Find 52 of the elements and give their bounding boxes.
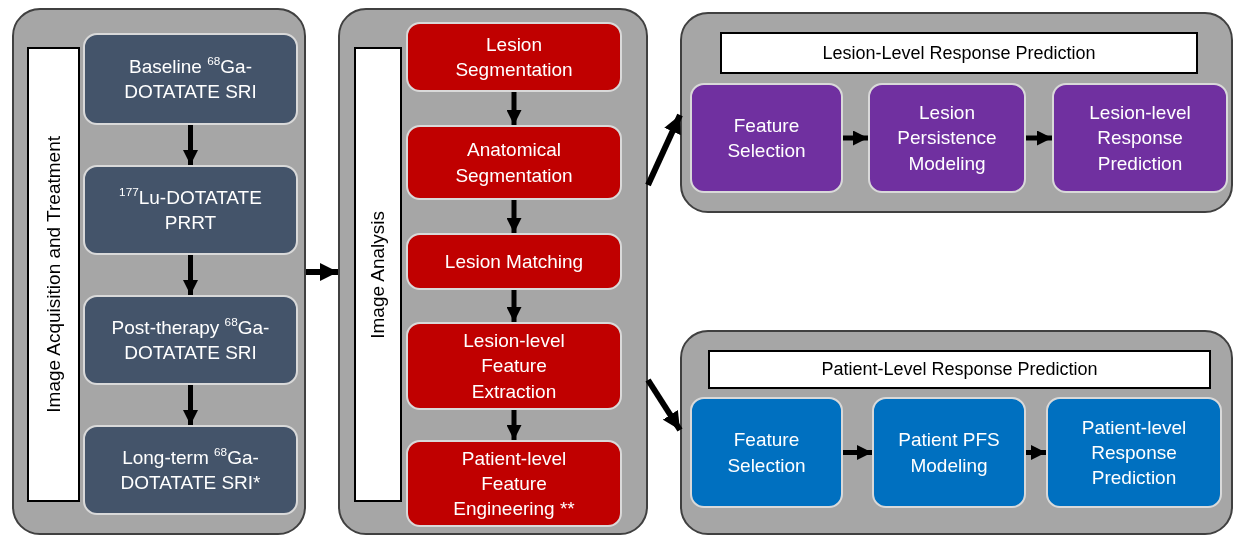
process-box — [1046, 397, 1222, 508]
step-label: Baseline $^{68}$Ga-DOTATATE SRI — [123, 53, 258, 104]
step-label: Lesion Matching — [444, 249, 584, 274]
arrow — [183, 385, 198, 425]
process-box — [83, 425, 298, 515]
step-label: Patient-level Feature Engineering ** — [452, 446, 576, 522]
step-label: Feature Selection — [726, 113, 807, 163]
step-label: Anatomical Segmentation — [454, 138, 574, 188]
step-label: Feature Selection — [726, 428, 807, 478]
arrow — [645, 378, 683, 432]
arrow — [183, 255, 198, 295]
step-label: $^{177}$Lu-DOTATATE PRRT — [118, 184, 263, 235]
process-box — [1052, 83, 1228, 193]
arrow — [306, 263, 338, 281]
arrow — [645, 113, 683, 187]
process-box — [406, 233, 622, 290]
process-box — [83, 295, 298, 385]
stage-panel — [680, 12, 1233, 213]
process-box — [406, 22, 622, 92]
panel-title: Image Analysis — [367, 210, 389, 339]
stage-panel — [12, 8, 306, 535]
process-box — [690, 397, 843, 508]
process-box — [690, 83, 843, 193]
arrow — [1026, 130, 1052, 146]
process-box — [406, 322, 622, 410]
stage-panel — [338, 8, 648, 535]
process-box — [872, 397, 1026, 508]
step-label: Patient PFS Modeling — [897, 428, 1001, 478]
process-box — [83, 165, 298, 255]
arrow — [183, 125, 198, 165]
step-label: Post-therapy $^{68}$Ga-DOTATATE SRI — [110, 314, 271, 365]
panel-title: Image Acquisition and Treatment — [42, 136, 65, 413]
step-label: Lesion-level Feature Extraction — [462, 329, 566, 404]
arrow — [506, 92, 522, 125]
arrow — [506, 410, 522, 440]
arrow — [506, 200, 522, 233]
process-box — [868, 83, 1026, 193]
panel-title: Patient-Level Response Prediction — [821, 359, 1098, 380]
arrow — [843, 445, 872, 460]
arrow — [843, 130, 868, 146]
step-label: Lesion Persistence Modeling — [896, 101, 998, 176]
step-label: Long-term $^{68}$Ga-DOTATATE SRI* — [119, 444, 262, 495]
panel-title: Lesion-Level Response Prediction — [822, 42, 1096, 64]
step-label: Lesion Segmentation — [454, 32, 574, 82]
process-box — [83, 33, 298, 125]
process-box — [406, 125, 622, 200]
arrow — [1026, 445, 1046, 460]
step-label: Patient-level Response Prediction — [1080, 415, 1188, 491]
step-label: Lesion-level Response Prediction — [1088, 101, 1192, 176]
stage-panel — [680, 330, 1233, 535]
arrow — [506, 290, 522, 322]
process-box — [406, 440, 622, 527]
